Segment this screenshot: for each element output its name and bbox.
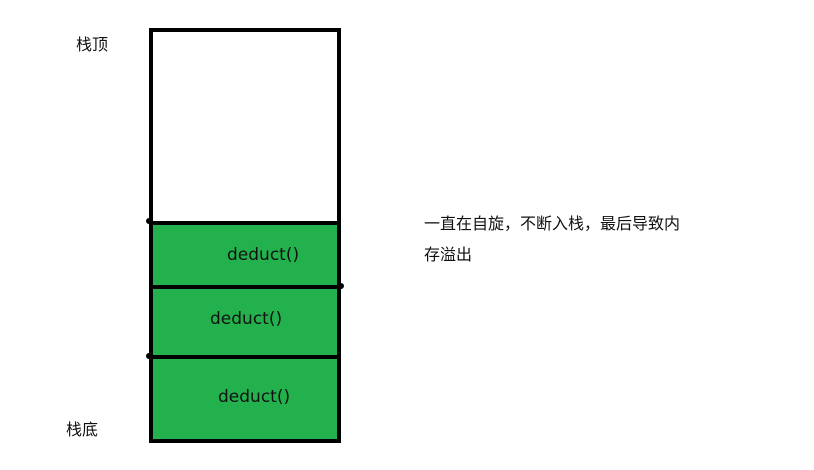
boundary-dot xyxy=(146,353,152,359)
overflow-explanation-line: 存溢出 xyxy=(424,245,473,264)
stack-top-label: 栈顶 xyxy=(76,35,109,54)
overflow-explanation-line: 一直在自旋，不断入栈，最后导致内 xyxy=(424,214,681,233)
stack-bottom-label: 栈底 xyxy=(66,420,99,439)
stack-frame: deduct() xyxy=(153,221,337,285)
stack-frame-label: deduct() xyxy=(227,245,300,265)
boundary-dot xyxy=(338,283,344,289)
boundary-dot xyxy=(146,218,152,224)
stack-frame: deduct() xyxy=(153,285,337,355)
call-stack: deduct() deduct() deduct() xyxy=(149,28,341,443)
stack-frame-label: deduct() xyxy=(218,387,291,407)
stack-frame: deduct() xyxy=(153,355,337,439)
overflow-explanation: 一直在自旋，不断入栈，最后导致内 存溢出 xyxy=(424,208,724,270)
stack-frame-label: deduct() xyxy=(210,309,283,329)
